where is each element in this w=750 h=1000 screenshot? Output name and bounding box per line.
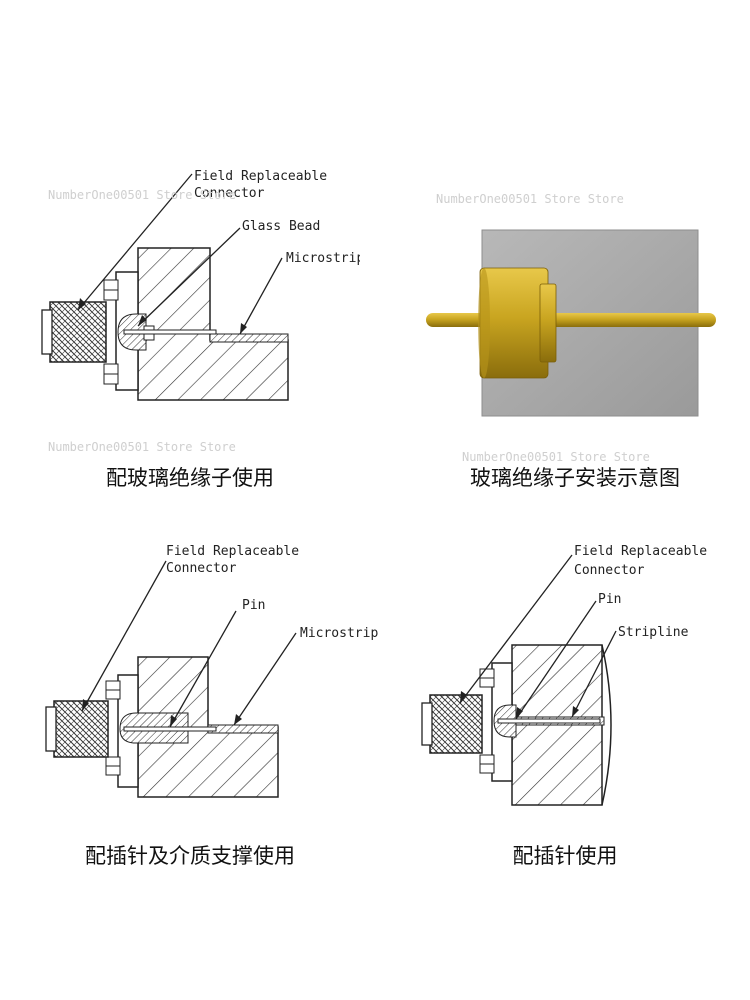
gold-pin <box>426 313 716 327</box>
caption-pin-support: 配插针及介质支撑使用 <box>85 844 295 868</box>
label-pin: Pin <box>598 592 621 607</box>
caption-glass-bead: 配玻璃绝缘子使用 <box>106 466 274 490</box>
label-microstrip: Microstrip <box>286 251 360 266</box>
caption-installation: 玻璃绝缘子安装示意图 <box>470 466 680 490</box>
label-connector-line2: Connector <box>166 561 237 576</box>
screw-bottom <box>105 756 121 776</box>
diagram-pin-stripline: Field Replaceable Connector Pin Striplin… <box>400 535 730 815</box>
connector-thread <box>429 694 483 754</box>
watermark-3: NumberOne00501 Store Store <box>48 440 236 454</box>
label-microstrip: Microstrip <box>300 626 378 641</box>
label-pin: Pin <box>242 598 265 613</box>
label-connector-line1: Field Replaceable <box>574 544 707 559</box>
connector-thread <box>49 301 107 363</box>
screw-bottom <box>479 754 495 774</box>
caption-pin-stripline: 配插针使用 <box>512 844 618 868</box>
screw-top <box>105 680 121 700</box>
label-stripline: Stripline <box>618 625 689 640</box>
center-pin <box>497 718 601 724</box>
center-pin <box>123 329 217 335</box>
gold-insulator-body <box>479 267 549 379</box>
label-connector-line2: Connector <box>194 186 265 201</box>
label-connector-line2: Connector <box>574 563 645 578</box>
diagram-installation <box>420 222 730 422</box>
label-connector-line1: Field Replaceable <box>194 169 327 184</box>
diagram-pin-support: Field Replaceable Connector Pin Microstr… <box>20 535 380 810</box>
diagram-glass-bead: Field Replaceable Connector Glass Bead M… <box>20 150 360 440</box>
screw-top <box>103 279 119 301</box>
microstrip-substrate <box>207 724 279 734</box>
label-glass-bead: Glass Bead <box>242 219 320 234</box>
housing-block <box>137 247 289 401</box>
label-connector-line1: Field Replaceable <box>166 544 299 559</box>
center-pin <box>123 726 217 732</box>
connector-thread <box>53 700 109 758</box>
screw-bottom <box>103 363 119 385</box>
microstrip-substrate <box>209 333 289 343</box>
watermark-2: NumberOne00501 Store Store <box>436 192 624 206</box>
screw-top <box>479 668 495 688</box>
